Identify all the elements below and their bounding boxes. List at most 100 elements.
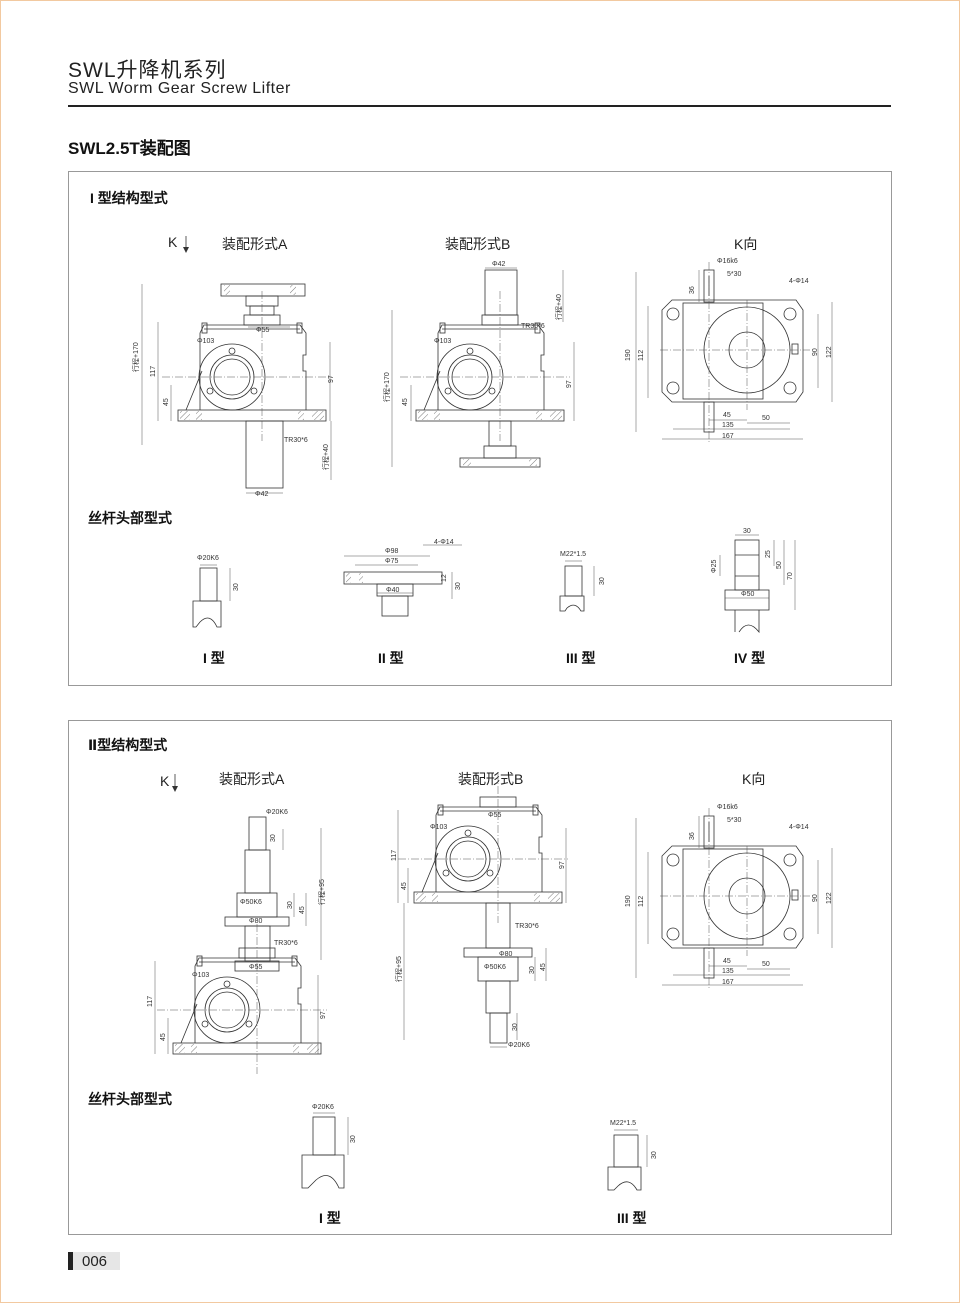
dimension-label: Φ20K6 — [508, 1042, 530, 1049]
form-a-label: 装配形式A — [222, 236, 288, 252]
dimension-label: 25 — [765, 550, 772, 558]
dimension-label: 5*30 — [727, 817, 742, 824]
head-type-4-drawing: 30 Φ25 25 50 70 Φ50 — [711, 528, 796, 634]
k-arrow-label: K — [168, 234, 178, 250]
form-b-drawing: Φ42 行程+40 TR30*6 Φ103 行程+170 45 97 — [382, 261, 575, 468]
dimension-label: 135 — [722, 422, 734, 429]
dimension-label: Φ16k6 — [717, 258, 738, 265]
section-1-panel — [68, 171, 892, 686]
dimension-label: Φ103 — [197, 338, 214, 345]
dimension-label: 112 — [638, 350, 645, 361]
head-type-label: III 型 — [566, 650, 596, 666]
dimension-label: 45 — [299, 906, 306, 914]
head-type-label: III 型 — [617, 1210, 647, 1226]
dimension-label: 36 — [689, 832, 696, 840]
form-a-drawing: Φ55 Φ103 行程+170 117 45 97 TR30*6 行程+40 Φ… — [131, 283, 335, 498]
dimension-label: 30 — [529, 966, 536, 974]
dimension-label: 90 — [812, 348, 819, 356]
dimension-label: 117 — [147, 996, 154, 1007]
dimension-label: Φ103 — [192, 972, 209, 979]
head-type-label: I 型 — [203, 650, 225, 666]
form-a-label: 装配形式A — [219, 771, 285, 787]
dimension-label: 122 — [826, 892, 833, 904]
dimension-label: 30 — [743, 528, 751, 535]
dimension-label: Φ103 — [430, 824, 447, 831]
head-type-3-drawing: M22*1.5 30 — [559, 551, 606, 612]
dimension-label: TR30*6 — [515, 923, 539, 930]
dimension-label: Φ50K6 — [484, 964, 506, 971]
dimension-label: 行程+170 — [131, 342, 140, 372]
dimension-label: TR30*6 — [284, 437, 308, 444]
dimension-label: 97 — [328, 375, 335, 383]
dimension-label: 117 — [150, 366, 157, 377]
form-b-label: 装配形式B — [445, 236, 511, 252]
dimension-label: 167 — [722, 433, 734, 440]
dimension-label: Φ50 — [741, 591, 754, 598]
dimension-label: Φ75 — [385, 558, 398, 565]
head-types-title: 丝杆头部型式 — [88, 510, 172, 526]
dimension-label: Φ40 — [386, 587, 399, 594]
dimension-label: 190 — [625, 349, 632, 361]
section-2-title: Ⅱ型结构型式 — [88, 737, 168, 753]
k-view-drawing: Φ16k6 5*30 4-Φ14 36 190 112 90 122 45 50… — [625, 804, 833, 989]
dimension-label: Φ80 — [249, 918, 262, 925]
dimension-label: Φ20K6 — [197, 555, 219, 562]
dimension-label: 70 — [787, 572, 794, 580]
form-a-drawing: Φ20K6 30 行程+95 Φ50K6 30 45 Φ80 TR30*6 Φ5… — [147, 809, 328, 1075]
k-view-label: K向 — [742, 771, 766, 787]
dimension-label: 45 — [723, 958, 731, 965]
dimension-label: 45 — [402, 398, 409, 406]
dimension-label: 行程+170 — [382, 372, 391, 402]
dimension-label: 30 — [287, 901, 294, 909]
dimension-label: 30 — [455, 582, 462, 590]
dimension-label: 117 — [391, 850, 398, 861]
dimension-label: M22*1.5 — [560, 551, 586, 558]
dimension-label: Φ20K6 — [266, 809, 288, 816]
catalog-subtitle: SWL Worm Gear Screw Lifter — [68, 80, 291, 97]
dimension-label: Φ80 — [499, 951, 512, 958]
dimension-label: 30 — [233, 583, 240, 591]
dimension-label: 4-Φ14 — [789, 824, 809, 831]
dimension-label: Φ98 — [385, 548, 398, 555]
dimension-label: 行程+95 — [394, 956, 403, 982]
dimension-label: Φ25 — [711, 560, 718, 573]
page-section-title: SWL2.5T装配图 — [68, 139, 191, 158]
k-view-label: K向 — [734, 236, 758, 252]
section-2-panel — [68, 720, 892, 1235]
head-type-1-drawing: Φ20K6 30 — [301, 1104, 357, 1189]
header-rule — [68, 105, 891, 107]
dimension-label: 50 — [762, 961, 770, 968]
dimension-label: 4-Φ14 — [434, 539, 454, 546]
dimension-label: 30 — [350, 1135, 357, 1143]
dimension-label: 30 — [512, 1023, 519, 1031]
dimension-label: 112 — [638, 896, 645, 907]
catalog-title: SWL升降机系列 — [68, 59, 227, 82]
dimension-label: 30 — [651, 1151, 658, 1159]
k-view-drawing: Φ16k6 5*30 4-Φ14 36 190 112 90 122 45 50… — [625, 258, 833, 443]
dimension-label: 45 — [401, 882, 408, 890]
dimension-label: Φ103 — [434, 338, 451, 345]
head-type-label: IV 型 — [734, 650, 766, 666]
form-b-label: 装配形式B — [458, 771, 524, 787]
head-type-label: I 型 — [319, 1210, 341, 1226]
page-number-tab — [68, 1252, 120, 1270]
dimension-label: 190 — [625, 895, 632, 907]
dimension-label: 30 — [270, 834, 277, 842]
dimension-label: 97 — [559, 861, 566, 869]
dimension-label: 122 — [826, 346, 833, 358]
k-arrow-label: K — [160, 773, 170, 789]
dimension-label: 45 — [723, 412, 731, 419]
head-type-2-drawing: Φ98 Φ75 4-Φ14 12 30 Φ40 — [343, 539, 462, 617]
dimension-label: 30 — [599, 577, 606, 585]
dimension-label: Φ16k6 — [717, 804, 738, 811]
dimension-label: Φ42 — [492, 261, 505, 268]
dimension-label: 90 — [812, 894, 819, 902]
dimension-label: 12 — [441, 574, 448, 582]
dimension-label: M22*1.5 — [610, 1120, 636, 1127]
dimension-label: 行程+40 — [321, 444, 330, 470]
section-1-title: I 型结构型式 — [90, 190, 168, 206]
dimension-label: 4-Φ14 — [789, 278, 809, 285]
dimension-label: 135 — [722, 968, 734, 975]
dimension-label: 167 — [722, 979, 734, 986]
